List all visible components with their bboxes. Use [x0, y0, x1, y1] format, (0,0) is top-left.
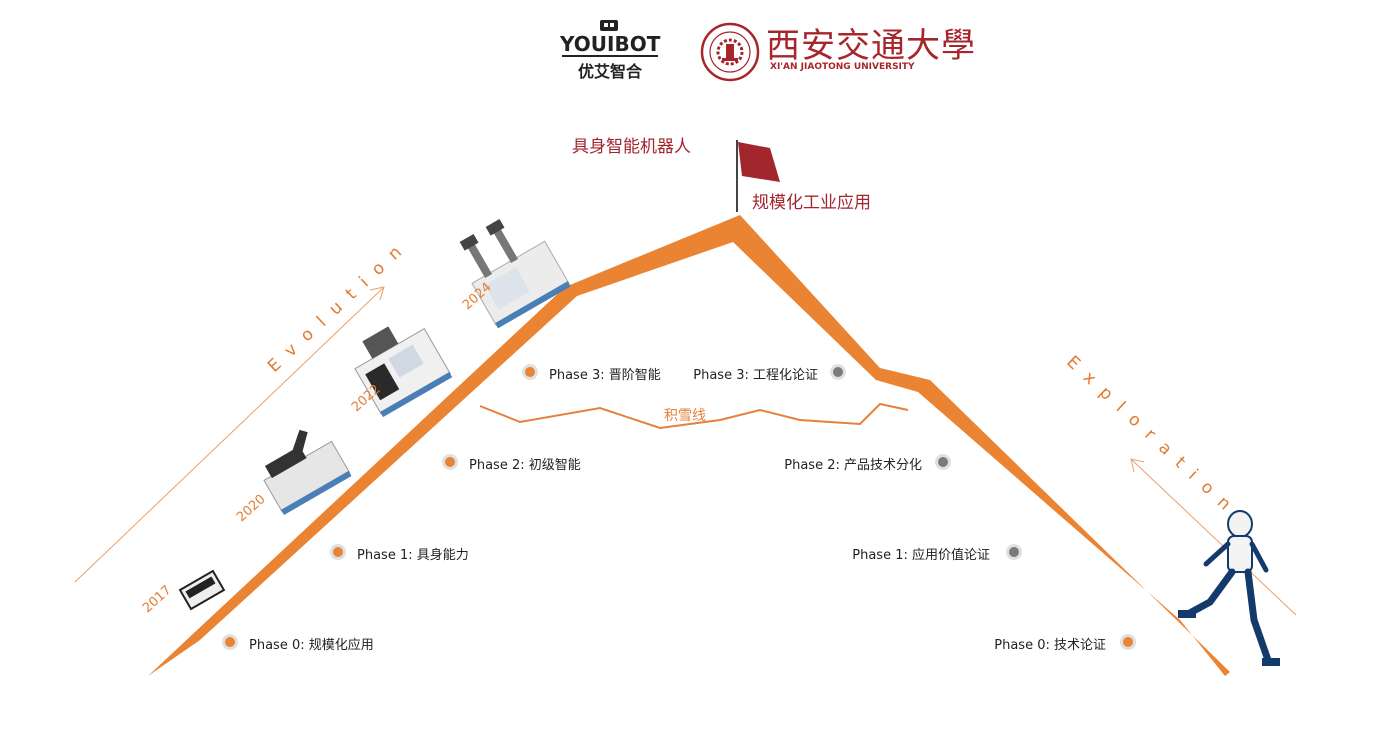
evolution-phase-dots	[222, 364, 538, 650]
youibot-divider	[562, 55, 658, 57]
xjtu-name: 西安交通大學	[766, 26, 976, 66]
exploration-phase-2: Phase 2: 产品技术分化	[784, 458, 922, 473]
summit-left-label: 具身智能机器人	[572, 137, 691, 157]
youibot-cn-name: 优艾智合	[577, 62, 642, 81]
exploration-arrowhead	[1130, 458, 1145, 473]
robot-2024-icon	[459, 218, 571, 329]
xjtu-en-name: XI'AN JIAOTONG UNIVERSITY	[770, 62, 915, 72]
evolution-arrowhead	[369, 286, 385, 301]
exploration-guide-line	[1131, 459, 1297, 616]
youibot-mark-icon	[600, 20, 618, 31]
evo-dot-2	[445, 457, 455, 467]
evolution-phase-1: Phase 1: 具身能力	[357, 548, 469, 563]
evolution-phase-3: Phase 3: 晋阶智能	[549, 368, 661, 383]
mountain-band	[148, 215, 1230, 676]
exploration-phase-0: Phase 0: 技术论证	[994, 638, 1106, 653]
youibot-name: YOUIBOT	[560, 32, 661, 56]
exp-dot-1	[1009, 547, 1019, 557]
exp-dot-0	[1123, 637, 1133, 647]
exploration-phase-3: Phase 3: 工程化论证	[693, 368, 818, 383]
snow-line-label: 积雪线	[664, 408, 706, 424]
evo-dot-1	[333, 547, 343, 557]
flag-icon	[738, 142, 780, 182]
evolution-phase-0: Phase 0: 规模化应用	[249, 638, 374, 653]
youibot-logo: YOUIBOT 优艾智合	[560, 20, 660, 82]
evo-dot-3	[525, 367, 535, 377]
snow-line	[479, 402, 909, 430]
exp-dot-3	[833, 367, 843, 377]
robot-2017-icon	[178, 569, 226, 611]
evo-dot-0	[225, 637, 235, 647]
xjtu-seal-icon	[700, 22, 760, 82]
summit-right-label: 规模化工业应用	[752, 193, 871, 213]
exploration-phase-1: Phase 1: 应用价值论证	[852, 548, 990, 563]
exploration-phase-dots	[830, 364, 1136, 650]
robot-2022-icon	[354, 326, 453, 418]
evolution-phase-2: Phase 2: 初级智能	[469, 458, 581, 473]
humanoid-robot-icon	[1178, 510, 1280, 666]
evolution-guide-line	[74, 287, 384, 583]
robot-2020-icon	[263, 429, 352, 516]
exp-dot-2	[938, 457, 948, 467]
